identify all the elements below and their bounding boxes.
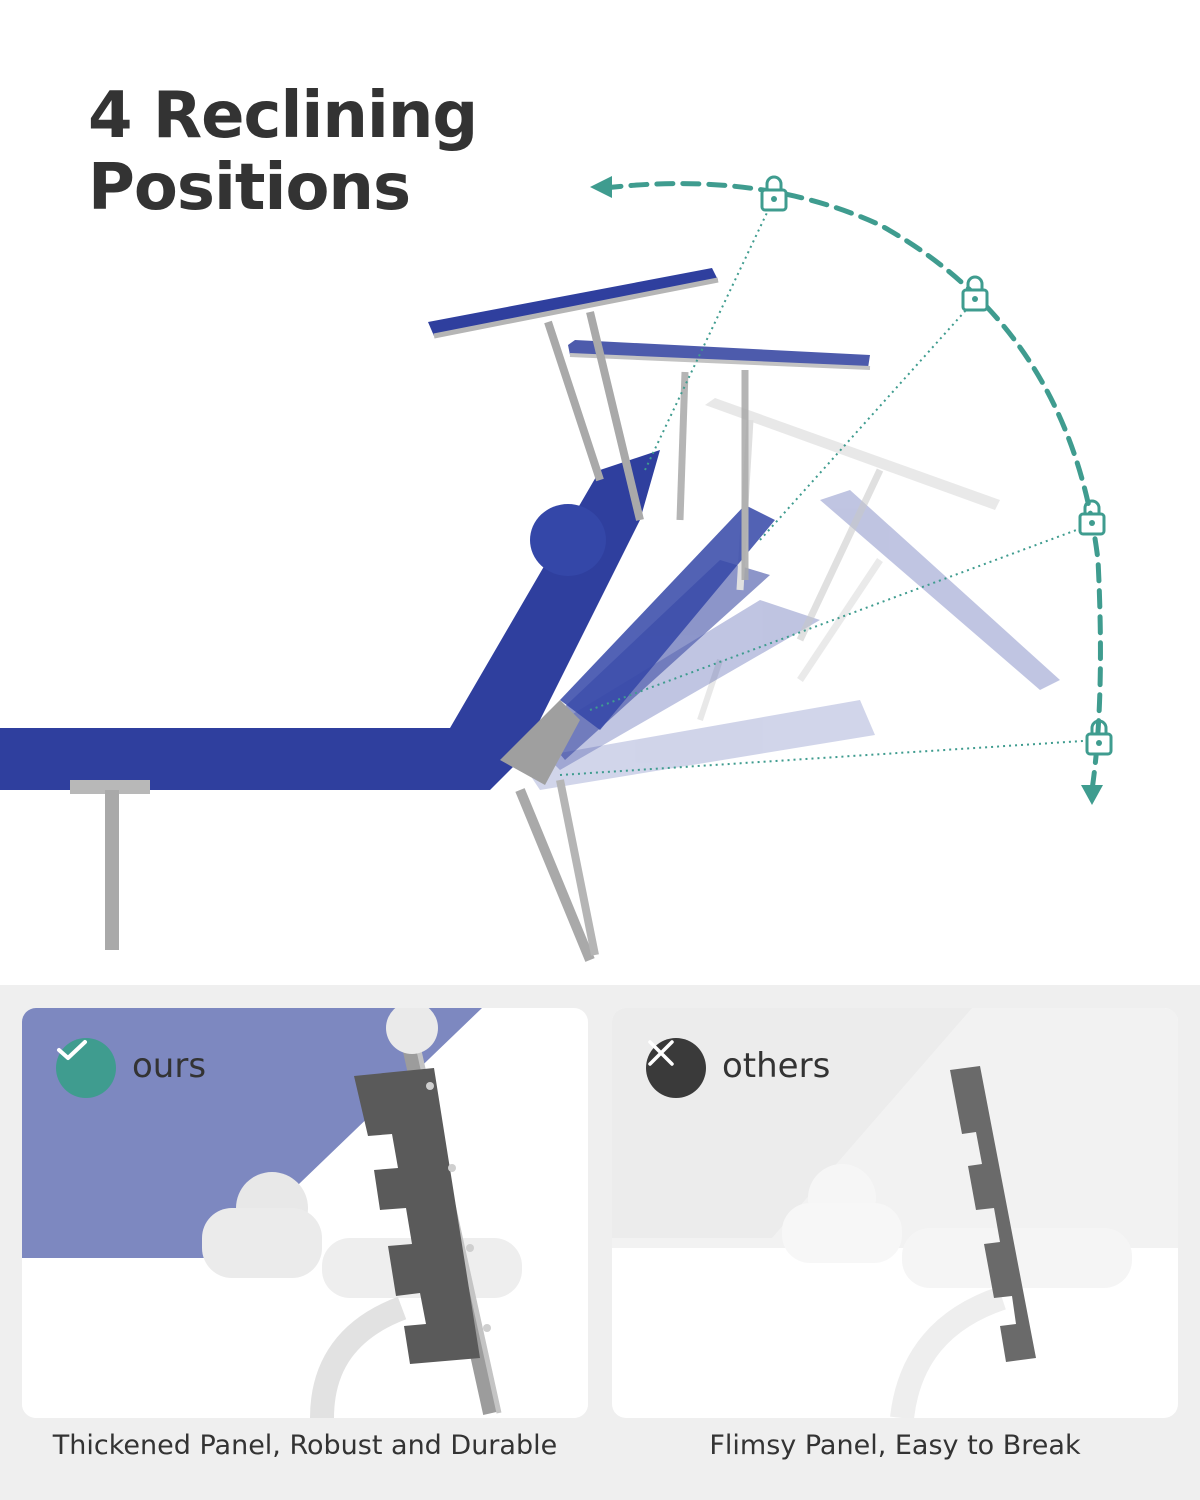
thin-bracket-illustration [612, 1008, 1178, 1418]
others-label: others [722, 1046, 831, 1086]
arrow-head-left [590, 176, 612, 198]
recline-illustration [0, 175, 1113, 962]
title-line-2: Positions [88, 151, 411, 225]
lock-icon [1085, 719, 1113, 756]
recline-position-3 [530, 490, 1060, 770]
comparison-panel-ours: ours [22, 1008, 588, 1418]
lock-icon [961, 275, 989, 312]
arrow-head-down [1081, 785, 1103, 805]
title-line-1: 4 Reclining [88, 79, 478, 153]
recline-position-1b [560, 340, 871, 730]
lounger-main [0, 268, 719, 962]
ours-caption: Thickened Panel, Robust and Durable [52, 1430, 558, 1461]
dashed-arc-arrow-icon [602, 181, 1103, 793]
ours-label: ours [132, 1046, 207, 1086]
lock-icon [1078, 499, 1106, 536]
close-icon [646, 1038, 706, 1098]
recline-position-4 [520, 659, 875, 790]
thick-bracket-illustration [22, 1008, 588, 1418]
others-caption: Flimsy Panel, Easy to Break [709, 1430, 1081, 1461]
lock-icon [760, 175, 788, 212]
position-guides [559, 199, 1099, 776]
comparison-panel-others: others [612, 1008, 1178, 1418]
page-title: 4 Reclining Positions [88, 79, 478, 225]
check-icon [56, 1038, 116, 1098]
